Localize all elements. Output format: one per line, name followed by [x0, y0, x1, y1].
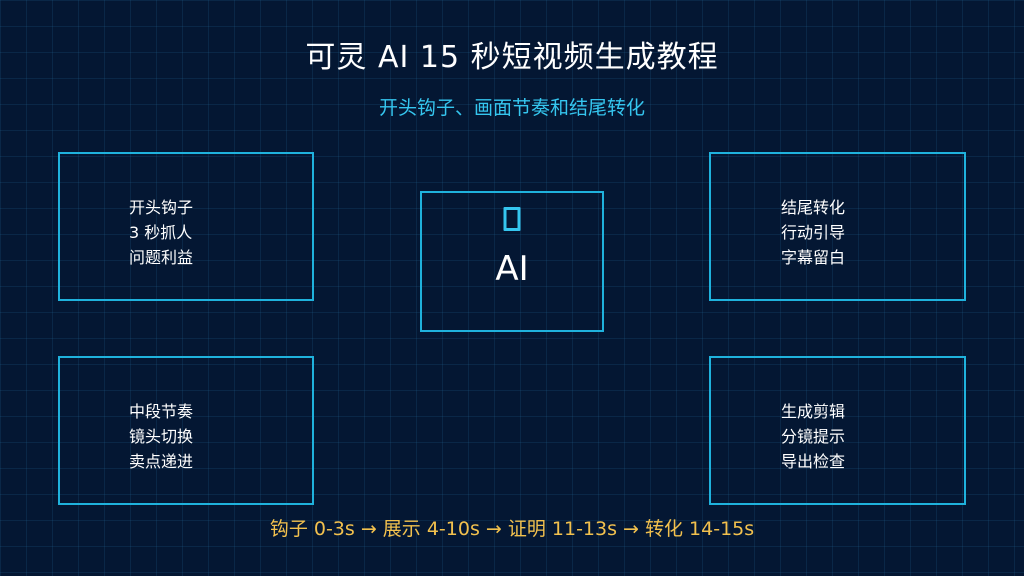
box-line: 问题利益: [129, 248, 194, 267]
box-line: 结尾转化: [781, 198, 846, 217]
box-line: 字幕留白: [781, 248, 846, 267]
hook-box: 开头钩子 3 秒抓人 问题利益: [58, 152, 314, 301]
rhythm-box-text: 中段节奏 镜头切换 卖点递进: [129, 399, 193, 474]
conversion-box: 结尾转化 行动引导 字幕留白: [709, 152, 966, 301]
box-line: 导出检查: [781, 452, 846, 471]
box-line: 镜头切换: [129, 427, 194, 446]
box-line: 行动引导: [781, 223, 846, 242]
page-subtitle: 开头钩子、画面节奏和结尾转化: [378, 97, 645, 119]
edit-box: 生成剪辑 分镜提示 导出检查: [709, 356, 966, 505]
box-line: 生成剪辑: [781, 402, 846, 421]
conversion-box-text: 结尾转化 行动引导 字幕留白: [781, 195, 845, 270]
page-title: 可灵 AI 15 秒短视频生成教程: [305, 40, 719, 75]
square-outline-icon: [503, 207, 521, 231]
ai-center-box: AI: [420, 191, 604, 332]
hook-box-text: 开头钩子 3 秒抓人 问题利益: [129, 195, 193, 270]
box-line: 开头钩子: [129, 198, 194, 217]
box-line: 3 秒抓人: [129, 223, 193, 242]
ai-label: AI: [495, 249, 529, 289]
timeline-text: 钩子 0-3s → 展示 4-10s → 证明 11-13s → 转化 14-1…: [269, 518, 755, 540]
rhythm-box: 中段节奏 镜头切换 卖点递进: [58, 356, 314, 505]
edit-box-text: 生成剪辑 分镜提示 导出检查: [781, 399, 845, 474]
box-line: 中段节奏: [129, 402, 194, 421]
box-line: 分镜提示: [781, 427, 846, 446]
box-line: 卖点递进: [129, 452, 194, 471]
